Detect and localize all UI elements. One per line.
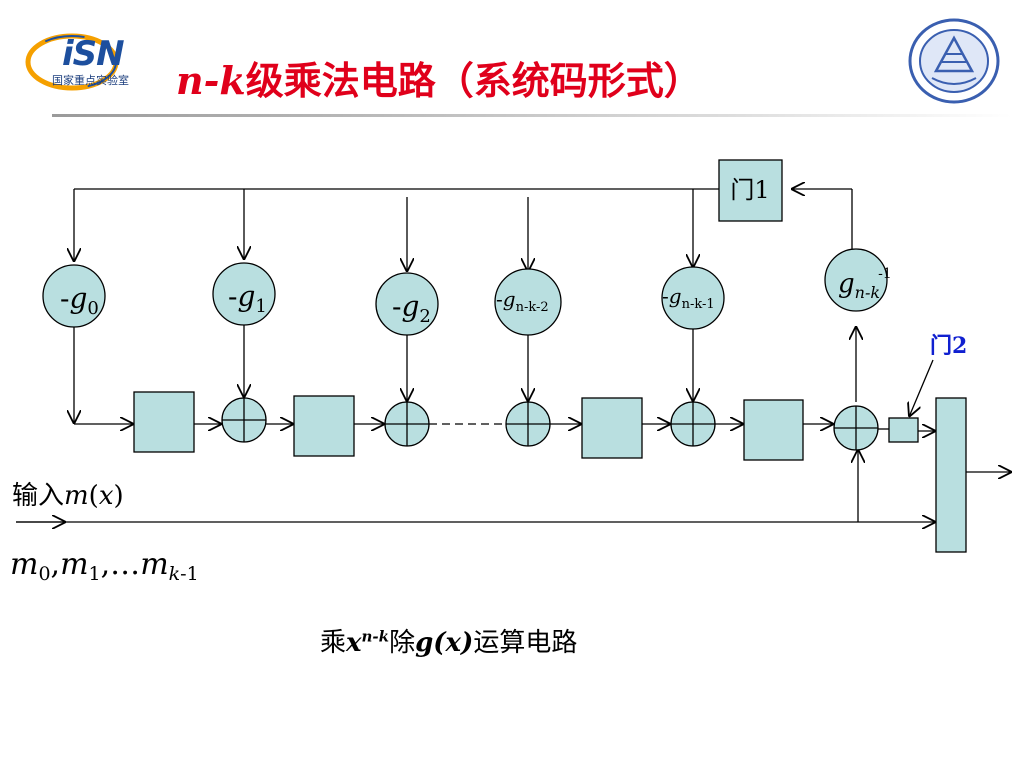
coef-label-nk2: -gn-k-2 [496, 287, 549, 315]
adder-2 [384, 401, 430, 447]
adder-1 [221, 397, 267, 443]
gate2-box [888, 417, 919, 443]
page-title: n-k级乘法电路（系统码形式） [176, 50, 702, 105]
adder-nk1 [670, 401, 716, 447]
adder-final [833, 405, 879, 451]
register-cell-1 [293, 395, 355, 457]
isn-logo-subtitle: 国家重点实验室 [52, 74, 129, 87]
multiplier-g2 [375, 272, 439, 336]
gate2-label: 门2 [930, 333, 967, 359]
coef-label-nk-inverse: gn-k-1 [838, 266, 892, 302]
multiplier-g0 [42, 264, 106, 328]
university-seal-icon [908, 18, 1000, 104]
title-divider [52, 114, 1012, 117]
isn-logo: iSN 国家重点实验室 [22, 22, 162, 100]
multiplier-gnk-inverse [824, 248, 888, 312]
coef-label-1: -g1 [228, 280, 267, 317]
title-main: 级乘法电路（系统码形式） [245, 58, 702, 103]
isn-logo-text: iSN [62, 34, 125, 74]
coef-label-nk1: -gn-k-1 [662, 284, 715, 312]
coef-label-0: -g0 [60, 282, 99, 319]
multiplier-gnk2 [494, 268, 562, 336]
adder-nk2 [505, 401, 551, 447]
isn-logo-swoosh-icon [25, 33, 119, 91]
output-switch [935, 397, 967, 553]
register-cell-nk2 [581, 397, 643, 459]
multiplier-g1 [212, 262, 276, 326]
input-sequence: m0,m1,…mk-1 [10, 547, 199, 585]
gate1-label: 门1 [730, 176, 769, 204]
multiplier-gnk1 [661, 266, 725, 330]
coef-label-2: -g2 [392, 290, 431, 327]
gate1-box [718, 159, 783, 222]
register-cell-0 [133, 391, 195, 453]
diagram-caption: 乘xn-k除g(x)运算电路 [320, 627, 578, 658]
register-cell-nk1 [743, 399, 804, 461]
input-label: 输入m(x) [12, 481, 124, 511]
title-prefix: n-k [176, 58, 246, 103]
